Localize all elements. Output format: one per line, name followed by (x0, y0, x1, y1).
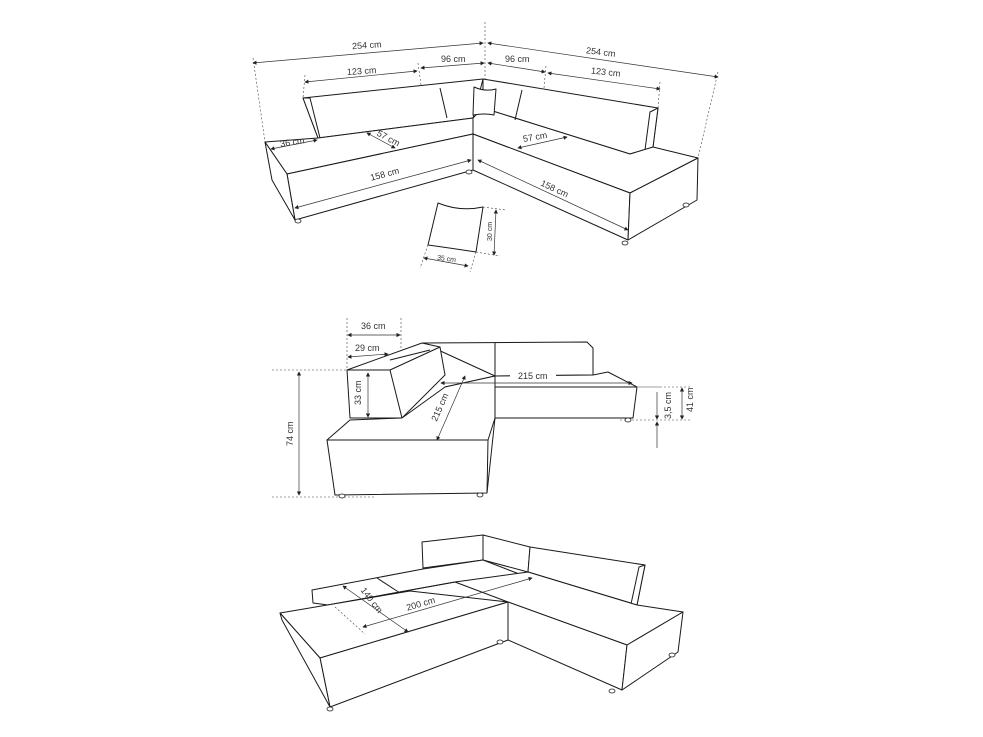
dim-pillow-width: 35 cm (437, 255, 457, 265)
dim-overall-left: 254 cm (352, 39, 382, 51)
dim-backrest-depth: 36 cm (361, 321, 386, 331)
bed-view-sofa (279, 534, 684, 712)
dim-back-right: 123 cm (591, 66, 621, 79)
dim-back-left: 123 cm (347, 65, 377, 77)
dim-backrest-top-depth: 29 cm (355, 343, 380, 353)
dim-backrest-height: 33 cm (353, 380, 363, 405)
dim-seat-height: 41 cm (685, 387, 695, 412)
dim-total-height: 74 cm (285, 421, 295, 446)
dim-overall-right: 254 cm (585, 45, 616, 59)
dim-corner-right: 96 cm (505, 54, 530, 64)
dim-leg-height: 3,5 cm (663, 392, 673, 419)
top-view-dimensions: 254 cm 254 cm 123 cm 96 cm 96 cm 123 cm … (252, 39, 719, 268)
top-view-sofa (252, 22, 719, 273)
dim-armrest-width: 36 cm (279, 135, 305, 149)
loose-pillow (427, 202, 484, 253)
dim-corner-left: 96 cm (441, 54, 466, 64)
side-backrest (346, 342, 446, 419)
side-view-sofa (272, 318, 690, 499)
dim-pillow-height: 30 cm (487, 222, 494, 241)
dim-seat-depth-right: 57 cm (522, 130, 548, 144)
corner-pillow (472, 86, 497, 116)
dim-length-right: 215 cm (518, 371, 548, 381)
